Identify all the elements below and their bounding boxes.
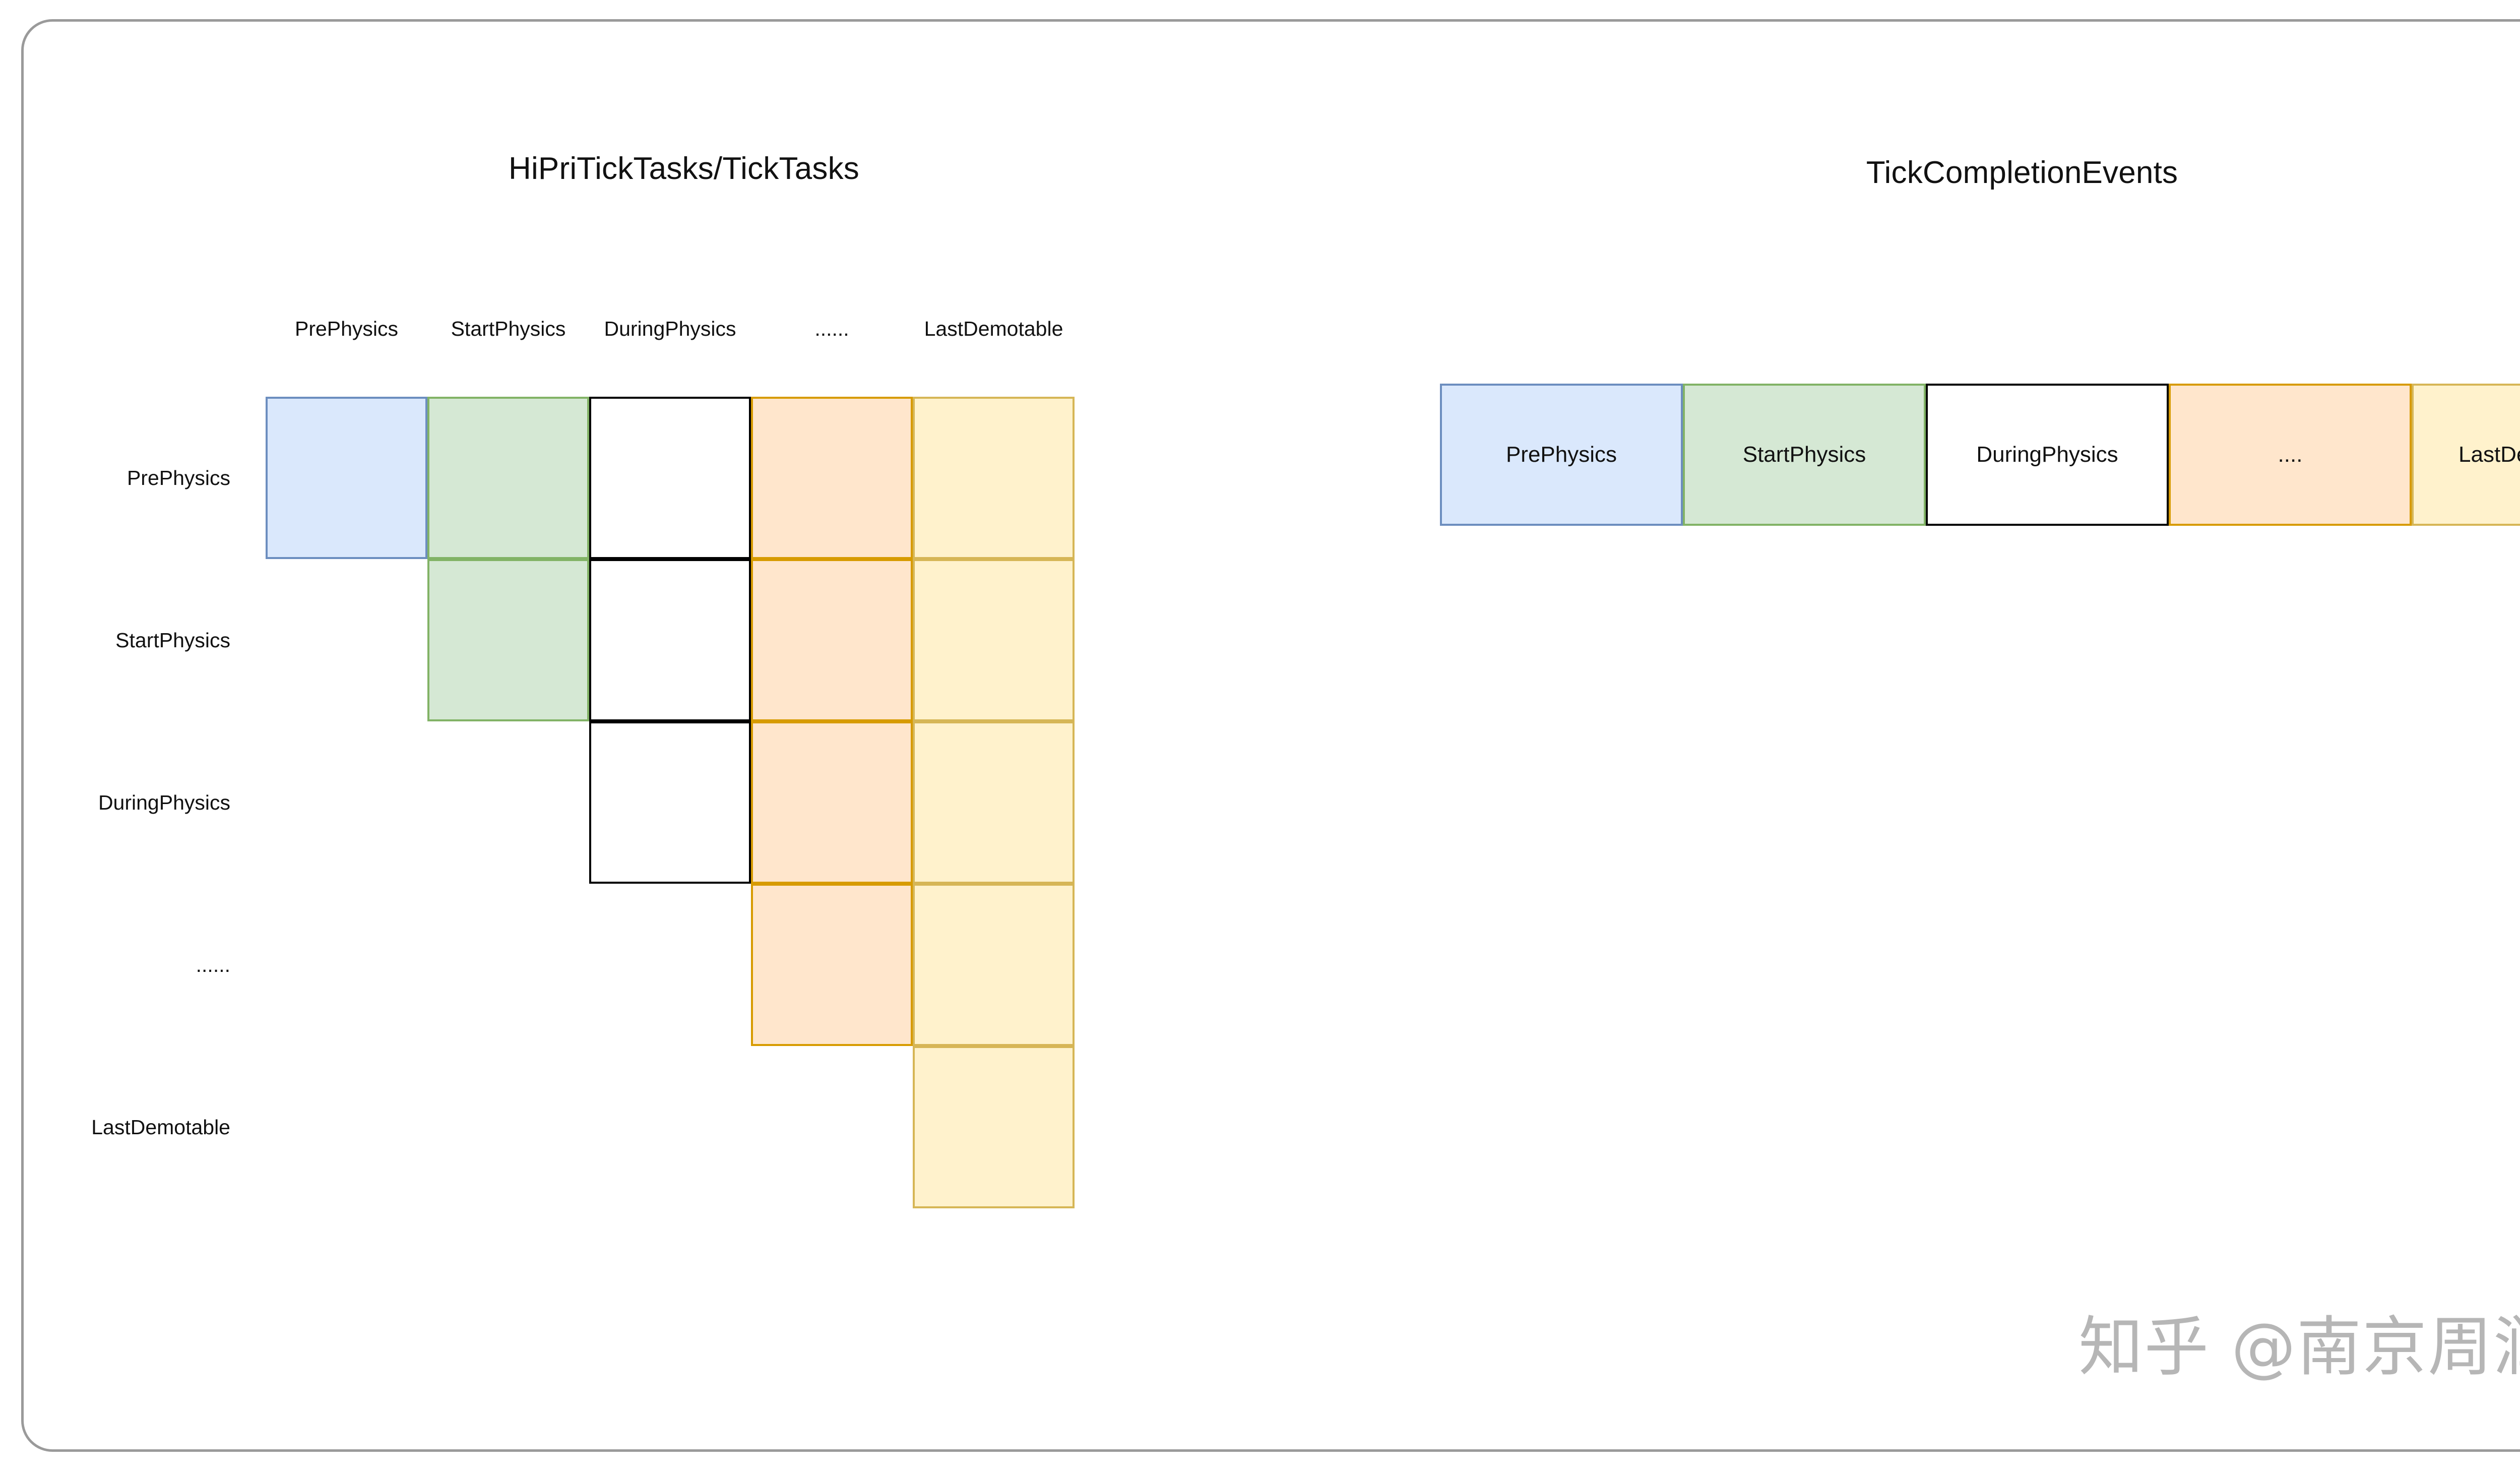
diagram-card: HiPriTickTasks/TickTasks TickCompletionE… bbox=[21, 19, 2520, 1452]
matrix-row-header: PrePhysics bbox=[127, 466, 230, 489]
matrix-cell[interactable] bbox=[913, 721, 1075, 884]
bar-cell[interactable]: StartPhysics bbox=[1683, 384, 1926, 526]
matrix-cell[interactable] bbox=[427, 397, 589, 559]
bar-cell-label: PrePhysics bbox=[1505, 442, 1617, 467]
matrix-cell[interactable] bbox=[589, 559, 751, 721]
matrix-row-header: DuringPhysics bbox=[98, 791, 230, 814]
bar-cell-label: DuringPhysics bbox=[1976, 442, 2118, 467]
matrix-cell[interactable] bbox=[913, 884, 1075, 1046]
matrix-column-header: PrePhysics bbox=[294, 317, 399, 340]
bar-cell-label: LastDemotable bbox=[2459, 442, 2520, 467]
matrix-column-header: DuringPhysics bbox=[604, 317, 736, 340]
matrix-column-header: ...... bbox=[814, 317, 849, 340]
matrix-cell[interactable] bbox=[589, 397, 751, 559]
matrix-cell[interactable] bbox=[913, 1046, 1075, 1208]
matrix-cell[interactable] bbox=[751, 884, 913, 1046]
matrix-cell[interactable] bbox=[266, 397, 427, 559]
left-panel-title: HiPriTickTasks/TickTasks bbox=[508, 151, 859, 186]
watermark: 知乎 @南京周润发 bbox=[2078, 1310, 2520, 1385]
matrix-cell[interactable] bbox=[913, 559, 1075, 721]
matrix-row-header: LastDemotable bbox=[91, 1116, 230, 1139]
bar-cell[interactable]: .... bbox=[2169, 384, 2412, 526]
bar-cell[interactable]: DuringPhysics bbox=[1926, 384, 2169, 526]
matrix-row-header: ...... bbox=[196, 953, 230, 976]
matrix-row-header: StartPhysics bbox=[115, 629, 230, 652]
matrix-cell[interactable] bbox=[751, 397, 913, 559]
bar-cell-label: StartPhysics bbox=[1742, 442, 1866, 467]
bar-cell-label: .... bbox=[2278, 442, 2303, 467]
bar-cell[interactable]: PrePhysics bbox=[1440, 384, 1683, 526]
matrix-cell[interactable] bbox=[913, 397, 1075, 559]
matrix-cell[interactable] bbox=[751, 559, 913, 721]
tick-completion-events-bar: PrePhysics StartPhysics DuringPhysics.... L… bbox=[1440, 384, 2520, 526]
matrix-cell[interactable] bbox=[751, 721, 913, 884]
bar-cell[interactable]: LastDemotable bbox=[2412, 384, 2520, 526]
matrix-cell[interactable] bbox=[589, 721, 751, 884]
right-panel-title: TickCompletionEvents bbox=[1866, 155, 2178, 190]
matrix-column-header: LastDemotable bbox=[924, 317, 1063, 340]
matrix-column-header: StartPhysics bbox=[451, 317, 566, 340]
matrix-cell[interactable] bbox=[427, 559, 589, 721]
